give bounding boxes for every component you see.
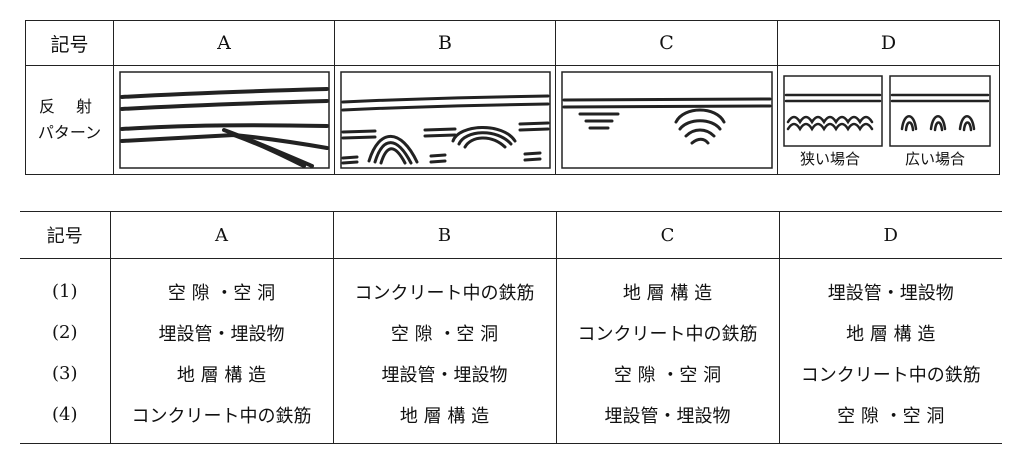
row-label-reflection-pattern: 反 射 パターン (25, 65, 114, 175)
header-symbol-c: C (555, 20, 778, 66)
choice-number: (3) (20, 353, 111, 394)
choice-cell: 空 隙 ・空 洞 (332, 312, 557, 353)
choice-cell: 埋設管・埋設物 (109, 312, 334, 353)
pattern-a-cell (113, 65, 335, 175)
answer-header-d: D (778, 211, 1002, 259)
header-symbol-a: A (113, 20, 335, 66)
choice-row-3: (3) 地 層 構 造 埋設管・埋設物 空 隙 ・空 洞 コンクリート中の鉄筋 (20, 353, 1002, 394)
header-symbol-b: B (334, 20, 556, 66)
choice-cell: コンクリート中の鉄筋 (778, 353, 1002, 394)
pattern-b-cell (334, 65, 556, 175)
d-caption-narrow: 狭い場合 (800, 150, 861, 168)
answer-header-symbol-label: 記号 (20, 211, 111, 259)
row-label-line2: パターン (37, 123, 102, 142)
choice-cell: 空 隙 ・空 洞 (109, 258, 334, 312)
pattern-c-cell (555, 65, 778, 175)
choice-cell: 地 層 構 造 (778, 312, 1002, 353)
reflection-pattern-table: 記号 A B C D 反 射 パターン (25, 20, 1000, 175)
choice-cell: コンクリート中の鉄筋 (555, 312, 780, 353)
row-label-line1: 反 射 (38, 97, 101, 116)
answer-header-b: B (332, 211, 557, 259)
pattern-b-diagram (340, 71, 551, 169)
answer-header-a: A (109, 211, 334, 259)
choice-number: (1) (20, 258, 111, 312)
choice-cell: 埋設管・埋設物 (778, 258, 1002, 312)
pattern-d-diagram (783, 75, 991, 147)
choice-cell: 地 層 構 造 (332, 394, 557, 444)
pattern-d-cell: 狭い場合 広い場合 (777, 65, 1000, 175)
answer-choices-table: 記号 A B C D (1) 空 隙 ・空 洞 コンクリート中の鉄筋 地 層 構… (20, 211, 1002, 444)
choice-row-4: (4) コンクリート中の鉄筋 地 層 構 造 埋設管・埋設物 空 隙 ・空 洞 (20, 394, 1002, 444)
choice-cell: 埋設管・埋設物 (332, 353, 557, 394)
pattern-a-diagram (119, 71, 330, 169)
choice-cell: コンクリート中の鉄筋 (109, 394, 334, 444)
choice-cell: 空 隙 ・空 洞 (555, 353, 780, 394)
answer-header-c: C (555, 211, 780, 259)
header-symbol-label: 記号 (25, 20, 114, 66)
choice-cell: 地 層 構 造 (555, 258, 780, 312)
pattern-c-diagram (561, 71, 773, 169)
d-caption-wide: 広い場合 (905, 150, 966, 168)
choice-number: (4) (20, 394, 111, 444)
choice-cell: 空 隙 ・空 洞 (778, 394, 1002, 444)
choice-cell: コンクリート中の鉄筋 (332, 258, 557, 312)
choice-number: (2) (20, 312, 111, 353)
choice-row-2: (2) 埋設管・埋設物 空 隙 ・空 洞 コンクリート中の鉄筋 地 層 構 造 (20, 312, 1002, 353)
choice-cell: 地 層 構 造 (109, 353, 334, 394)
header-symbol-d: D (777, 20, 1000, 66)
choice-cell: 埋設管・埋設物 (555, 394, 780, 444)
choice-row-1: (1) 空 隙 ・空 洞 コンクリート中の鉄筋 地 層 構 造 埋設管・埋設物 (20, 258, 1002, 312)
